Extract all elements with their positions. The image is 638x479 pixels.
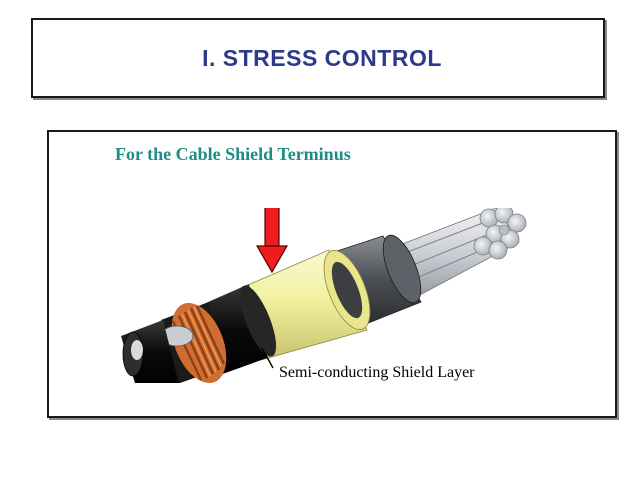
caption-leader-line	[261, 347, 274, 369]
slide-title: I. STRESS CONTROL	[202, 44, 442, 71]
outer-jacket	[121, 320, 179, 383]
content-box: For the Cable Shield Terminus	[47, 130, 617, 418]
cable-illustration	[121, 208, 527, 383]
copper-tape-shield	[160, 302, 227, 383]
slide-subtitle: For the Cable Shield Terminus	[115, 144, 351, 164]
down-arrow-icon	[255, 208, 289, 274]
shield-layer-caption: Semi-conducting Shield Layer	[279, 364, 475, 381]
title-box: I. STRESS CONTROL	[31, 18, 605, 98]
